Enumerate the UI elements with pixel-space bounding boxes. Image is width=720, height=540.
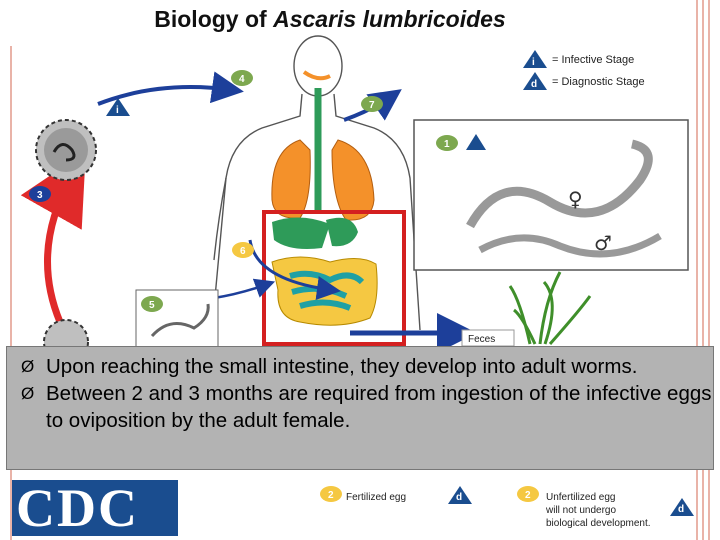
decorative-border-right [690, 0, 720, 540]
bullet-text-1: Upon reaching the small intestine, they … [46, 355, 638, 378]
svg-text:i: i [116, 105, 119, 116]
fertilized-egg-label: Fertilized egg [346, 492, 406, 503]
slide-title: Biology of Ascaris lumbricoides [0, 6, 660, 33]
legend-infective-label: = Infective Stage [552, 54, 634, 66]
adult-worm-panel [413, 119, 689, 271]
bullet-item-2: Ø Between 2 and 3 months are required fr… [7, 380, 713, 434]
intestines [271, 256, 378, 326]
male-symbol: ♂ [594, 231, 612, 255]
svg-text:5: 5 [149, 300, 155, 311]
bullet-text-2: Between 2 and 3 months are required from… [46, 382, 712, 432]
svg-text:2: 2 [525, 490, 531, 501]
svg-text:d: d [678, 504, 684, 515]
bullet-list: Ø Upon reaching the small intestine, the… [7, 347, 713, 434]
nasal-passage [302, 70, 331, 81]
bullet-item-1: Ø Upon reaching the small intestine, the… [7, 353, 713, 380]
unfertilized-egg-label-2: will not undergo [545, 505, 616, 516]
infective-marker-top: i [106, 98, 130, 116]
stomach [326, 217, 358, 247]
unfertilized-egg-label-group: 2 Unfertilized egg will not undergo biol… [517, 486, 694, 529]
legend-diagnostic-mark: d [531, 79, 537, 90]
arrow-development [20, 151, 86, 324]
svg-text:6: 6 [240, 246, 246, 257]
female-symbol: ♀ [568, 187, 583, 211]
title-species: Ascaris lumbricoides [273, 6, 506, 32]
stage-marker-5: 5 [141, 296, 163, 312]
liver [272, 217, 330, 249]
legend-diagnostic-label: = Diagnostic Stage [552, 76, 645, 88]
svg-text:7: 7 [369, 100, 375, 111]
soil-grass [508, 271, 592, 345]
legend: i = Infective Stage d = Diagnostic Stage [523, 50, 645, 90]
infective-egg [35, 119, 97, 181]
lungs [271, 139, 375, 221]
stage-marker-1: 1 [436, 134, 486, 151]
small-intestine-highlight [262, 210, 406, 346]
stage-marker-6: 6 [232, 242, 254, 258]
svg-text:d: d [456, 492, 462, 503]
bullet-marker: Ø [21, 357, 35, 376]
stage-marker-4: 4 [231, 70, 253, 86]
cdc-logo-text: CDC [16, 478, 139, 538]
feces-label: Feces [468, 334, 495, 345]
unfertilized-egg-label-3: biological development. [546, 518, 651, 529]
svg-text:1: 1 [444, 139, 450, 150]
stage-marker-3: 3 [29, 186, 51, 202]
arrow-egg-to-body [97, 71, 244, 106]
text-overlay: Ø Upon reaching the small intestine, the… [6, 346, 714, 470]
bullet-marker: Ø [21, 384, 35, 403]
svg-text:4: 4 [239, 74, 245, 85]
cdc-logo: CDC [12, 480, 178, 536]
title-prefix: Biology of [154, 6, 274, 32]
legend-infective-mark: i [532, 57, 535, 68]
arrow-larva-to-lungs [213, 278, 276, 300]
svg-text:2: 2 [328, 490, 334, 501]
unfertilized-egg-label-1: Unfertilized egg [546, 492, 615, 503]
fertilized-egg-label-group: 2 Fertilized egg d [320, 486, 472, 504]
slide-frame [10, 46, 712, 540]
svg-text:3: 3 [37, 190, 43, 201]
stage-marker-7: 7 [361, 96, 383, 112]
